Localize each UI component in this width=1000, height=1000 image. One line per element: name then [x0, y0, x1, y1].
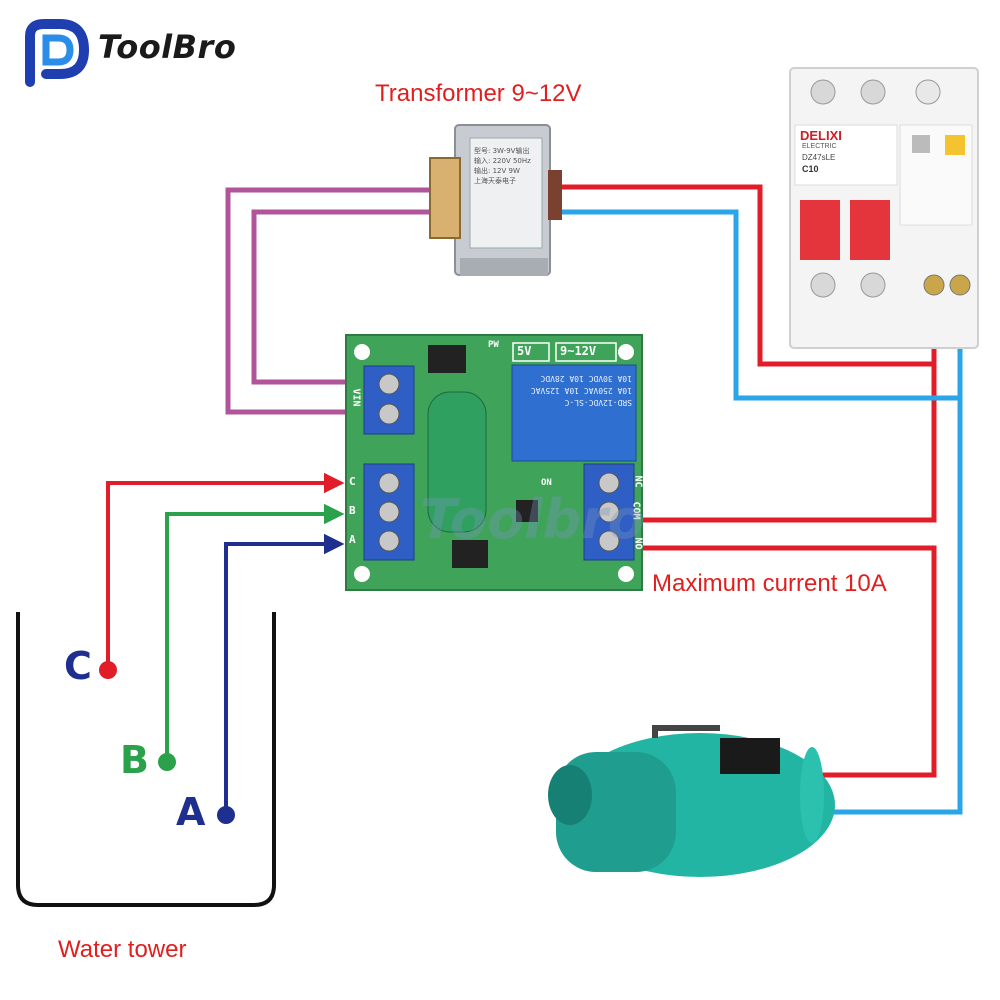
probe-dot-c	[99, 661, 117, 679]
nameplate-line1: 型号: 3W-9V输出	[474, 147, 530, 155]
probe-dot-a	[217, 806, 235, 824]
pin-a-label: A	[176, 790, 206, 834]
pump-icon	[548, 725, 835, 877]
brand-name: ToolBro	[98, 28, 237, 66]
probe-wire-c	[106, 472, 345, 670]
relay-board-icon	[345, 334, 643, 591]
on-label: ON	[541, 478, 552, 488]
transformer-nameplate: 型号: 3W-9V输出 输入: 220V 50Hz 输出: 12V 9W 上海天…	[474, 146, 540, 186]
relay-line3: 10A 30VDC 10A 28VDC	[540, 374, 632, 383]
pin-c-label: C	[64, 644, 92, 688]
out-nc-label: NC	[632, 475, 644, 488]
toolbro-logo-icon	[25, 19, 90, 87]
breaker-sub: ELECTRIC	[802, 143, 837, 150]
nameplate-line4: 上海天泰电子	[474, 177, 516, 185]
breaker-rating: C10	[802, 164, 819, 174]
input-a-label: A	[349, 533, 356, 546]
blue-wires	[560, 209, 963, 815]
pw-label: PW	[488, 340, 499, 350]
max-current-label: Maximum current 10A	[652, 570, 887, 597]
probe-wire-b	[165, 503, 345, 762]
jumper-12v-label: 9~12V	[560, 344, 597, 358]
relay-text: SRD-12VDC-SL-C 10A 250VAC 10A 125VAC 10A…	[520, 372, 632, 408]
relay-line1: SRD-12VDC-SL-C	[564, 398, 632, 407]
breaker-icon	[789, 67, 979, 349]
transformer-icon	[429, 124, 562, 276]
probe-wire-a	[224, 533, 345, 815]
nameplate-line2: 输入: 220V 50Hz	[474, 157, 531, 165]
breaker-brand: DELIXI	[800, 128, 842, 143]
input-c-label: C	[349, 475, 356, 488]
water-tower-label: Water tower	[58, 936, 187, 963]
relay-line2: 10A 250VAC 10A 125VAC	[530, 386, 632, 395]
transformer-label: Transformer 9~12V	[375, 80, 582, 107]
breaker-model: DZ47sLE	[802, 153, 836, 162]
pin-b-label: B	[120, 738, 149, 782]
jumper-5v-label: 5V	[517, 344, 532, 358]
watermark: Toolbro	[420, 488, 645, 551]
purple-wires	[225, 187, 436, 415]
input-b-label: B	[349, 504, 356, 517]
probe-dot-b	[158, 753, 176, 771]
water-tower-tank	[16, 612, 276, 907]
vin-label: VIN	[350, 388, 362, 407]
nameplate-line3: 输出: 12V 9W	[474, 167, 520, 175]
